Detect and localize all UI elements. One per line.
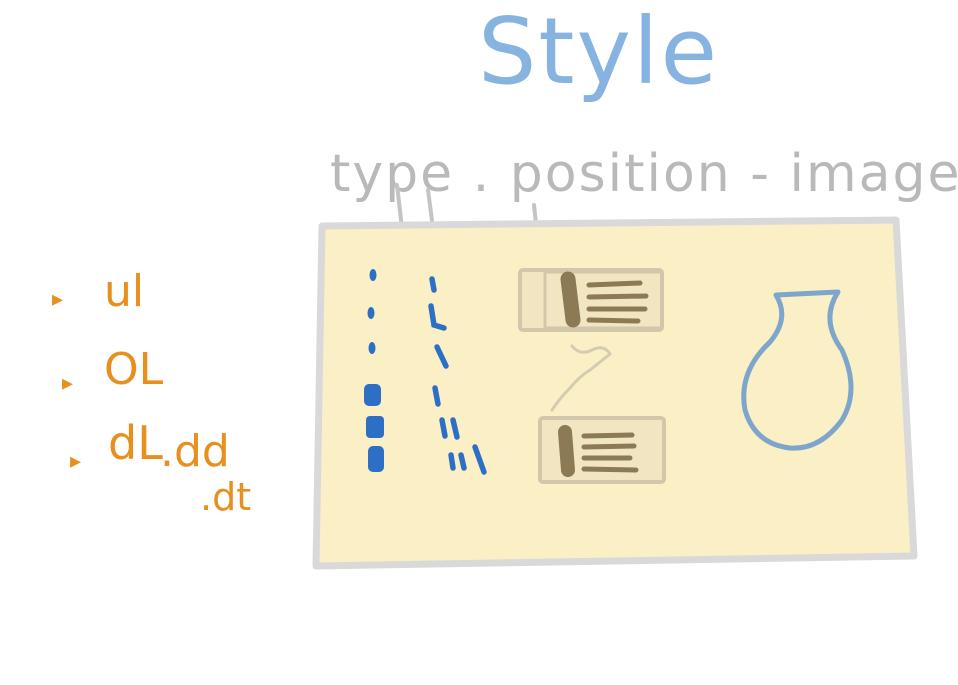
marker-column-2: [428, 276, 487, 475]
image-card-1: [518, 268, 664, 332]
pointer-line-type: [395, 183, 404, 230]
marker-stroke-i: [429, 276, 437, 293]
image-card-1-thumb: [560, 271, 581, 328]
marker-column-1: [364, 269, 384, 472]
card-connector-scribble: [550, 344, 612, 412]
image-card-2-thumb: [558, 425, 575, 477]
marker-dot-2: [367, 307, 375, 319]
list-type-dl: dL: [108, 416, 163, 470]
list-panel: [312, 216, 918, 570]
list-type-ul: ul: [104, 266, 145, 317]
marker-dot-1: [369, 269, 377, 281]
marker-stroke-l: [428, 303, 447, 331]
marker-square-2: [366, 416, 384, 438]
marker-stroke-i-2: [432, 385, 441, 407]
image-card-2-lines: [581, 432, 639, 473]
image-card-2: [538, 416, 666, 484]
marker-stroke-v: [434, 344, 449, 369]
list-type-ol: OL: [104, 344, 164, 395]
marker-stroke-iii: [448, 444, 487, 475]
bullet-marker-ol: ▸: [62, 371, 74, 396]
list-type-dt: .dt: [200, 475, 252, 519]
marker-dot-3: [368, 342, 376, 354]
bullet-marker-ul: ▸: [52, 287, 64, 312]
marker-square-3: [368, 446, 384, 472]
image-card-1-inner: [543, 270, 664, 330]
list-type-dd: .dd: [160, 426, 230, 477]
vase-icon: [741, 289, 854, 451]
diagram-title: Style: [478, 0, 720, 105]
style-properties-label: type . position - image: [330, 144, 958, 204]
bullet-marker-dl: ▸: [70, 449, 82, 474]
image-card-2-frame: [538, 416, 666, 484]
image-card-1-lines: [586, 280, 649, 324]
marker-stroke-ii: [439, 417, 460, 440]
marker-square-1: [364, 384, 381, 406]
